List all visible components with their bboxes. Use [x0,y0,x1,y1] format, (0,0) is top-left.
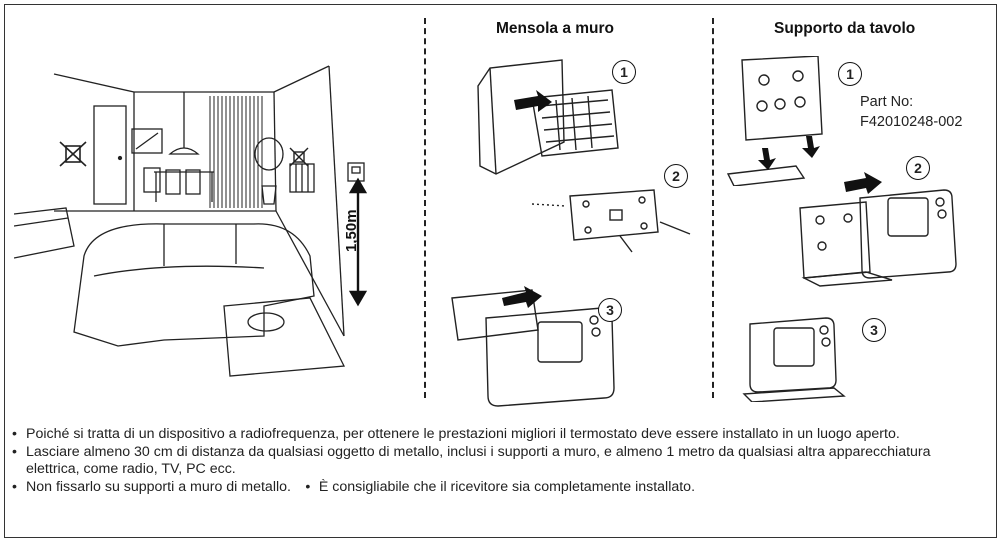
part-number-value: F42010248-002 [860,114,963,130]
installation-notes: • Poiché si tratta di un dispositivo a r… [12,426,987,496]
wall-bracket-heading: Mensola a muro [496,20,614,37]
wall-step-1-number: 1 [612,60,636,84]
table-step1-drawing [726,56,823,186]
table-step-3-number: 3 [862,318,886,342]
separator-right [712,18,714,398]
height-arrow [348,177,368,307]
bullet-dot: • [12,426,17,442]
bullet-dot: • [305,478,311,495]
height-label: 1,50m [343,209,360,252]
table-step2-drawing [799,172,957,287]
note-text: Lasciare almeno 30 cm di distanza da qua… [26,443,931,478]
separator-left [424,18,426,398]
note-text: Poiché si tratta di un dispositivo a rad… [26,426,900,442]
no-thermostat-icon [59,141,87,167]
note-text: Non fissarlo su supporti a muro di metal… [26,478,291,495]
table-stand-heading: Supporto da tavolo [774,20,916,37]
note-item: • Non fissarlo su supporti a muro di met… [12,479,987,497]
room-illustration [14,65,368,377]
part-number-label: Part No: [860,94,914,110]
bullet-dot: • [12,443,17,460]
note-text: È consigliabile che il ricevitore sia co… [318,478,696,495]
table-step-1-number: 1 [838,62,862,86]
note-item: • Lasciare almeno 30 cm di distanza da q… [12,444,987,479]
wall-step3-drawing [451,286,615,407]
table-step-2-number: 2 [906,156,930,180]
table-step3-drawing [742,317,846,402]
page-frame [4,4,997,538]
note-item: • Poiché si tratta di un dispositivo a r… [12,426,987,444]
bullet-dot: • [12,478,17,495]
wall-step2-drawing [531,189,691,253]
wall-step1-drawing [477,59,619,175]
wall-step-3-number: 3 [598,298,622,322]
wall-step-2-number: 2 [664,164,688,188]
no-thermostat-icon-2 [289,147,309,167]
